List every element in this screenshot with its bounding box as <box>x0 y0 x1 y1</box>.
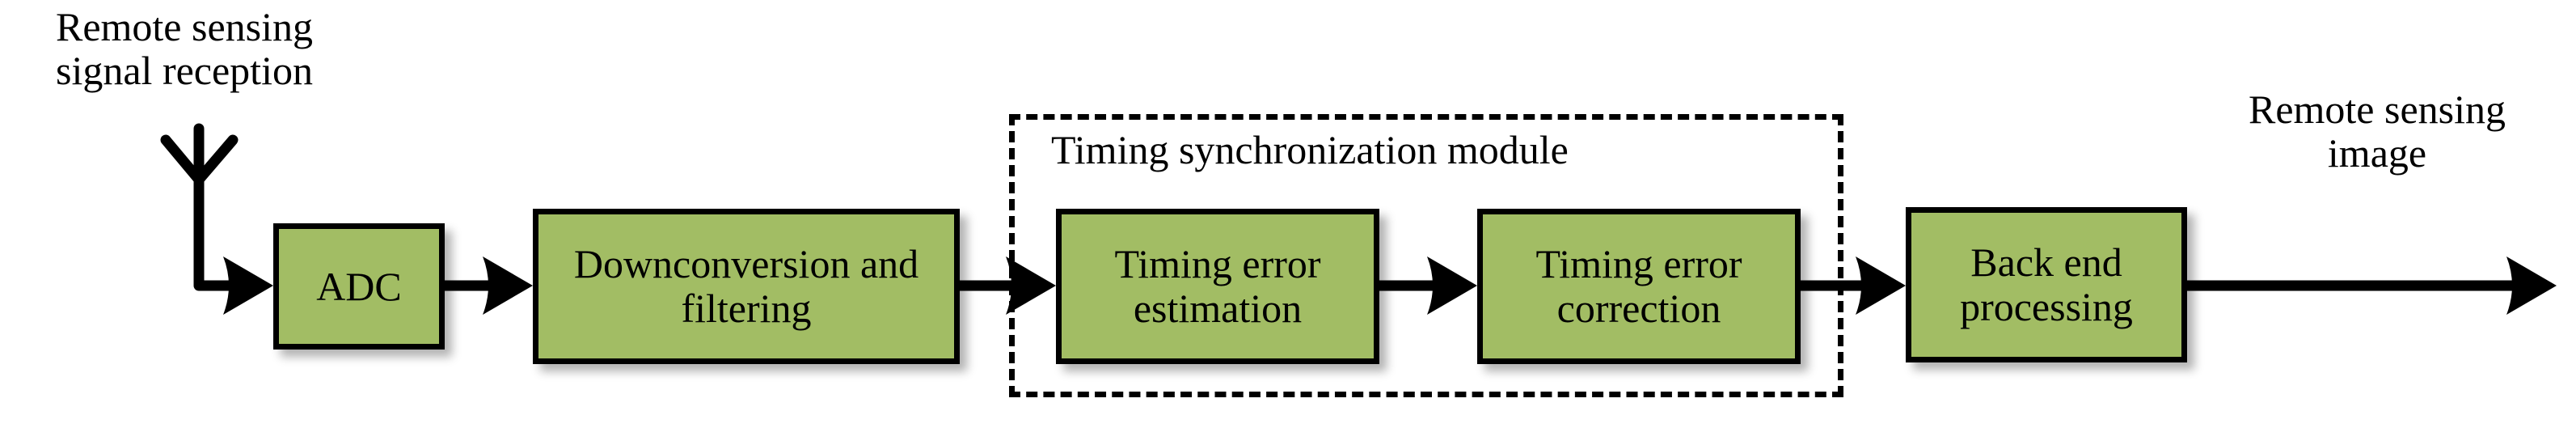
timing-synchronization-module-label: Timing synchronization module <box>1051 127 1569 172</box>
arrow-right-icon-backend-to-output <box>2187 256 2557 315</box>
input-signal-label: Remote sensing signal reception <box>55 4 314 93</box>
block-timing-error-correction-label: Timing error correction <box>1535 241 1742 331</box>
block-timing-error-correction[interactable]: Timing error correction <box>1477 209 1801 364</box>
block-back-end-processing[interactable]: Back end processing <box>1906 207 2187 362</box>
output-image-label: Remote sensing image <box>2248 87 2506 176</box>
block-adc[interactable]: ADC <box>273 223 445 350</box>
block-timing-error-estimation-label: Timing error estimation <box>1114 241 1321 331</box>
block-adc-label: ADC <box>316 263 402 309</box>
block-downconversion-and-filtering[interactable]: Downconversion and filtering <box>533 209 960 364</box>
arrow-right-icon-antenna-to-adc <box>199 256 273 315</box>
block-downconversion-label: Downconversion and filtering <box>573 241 919 331</box>
arrow-right-icon-adc-to-downconversion <box>445 256 533 315</box>
timing-synchronization-module-boundary <box>1009 114 1843 397</box>
block-back-end-processing-label: Back end processing <box>1960 239 2133 329</box>
antenna-icon <box>160 123 259 291</box>
block-timing-error-estimation[interactable]: Timing error estimation <box>1056 209 1379 364</box>
